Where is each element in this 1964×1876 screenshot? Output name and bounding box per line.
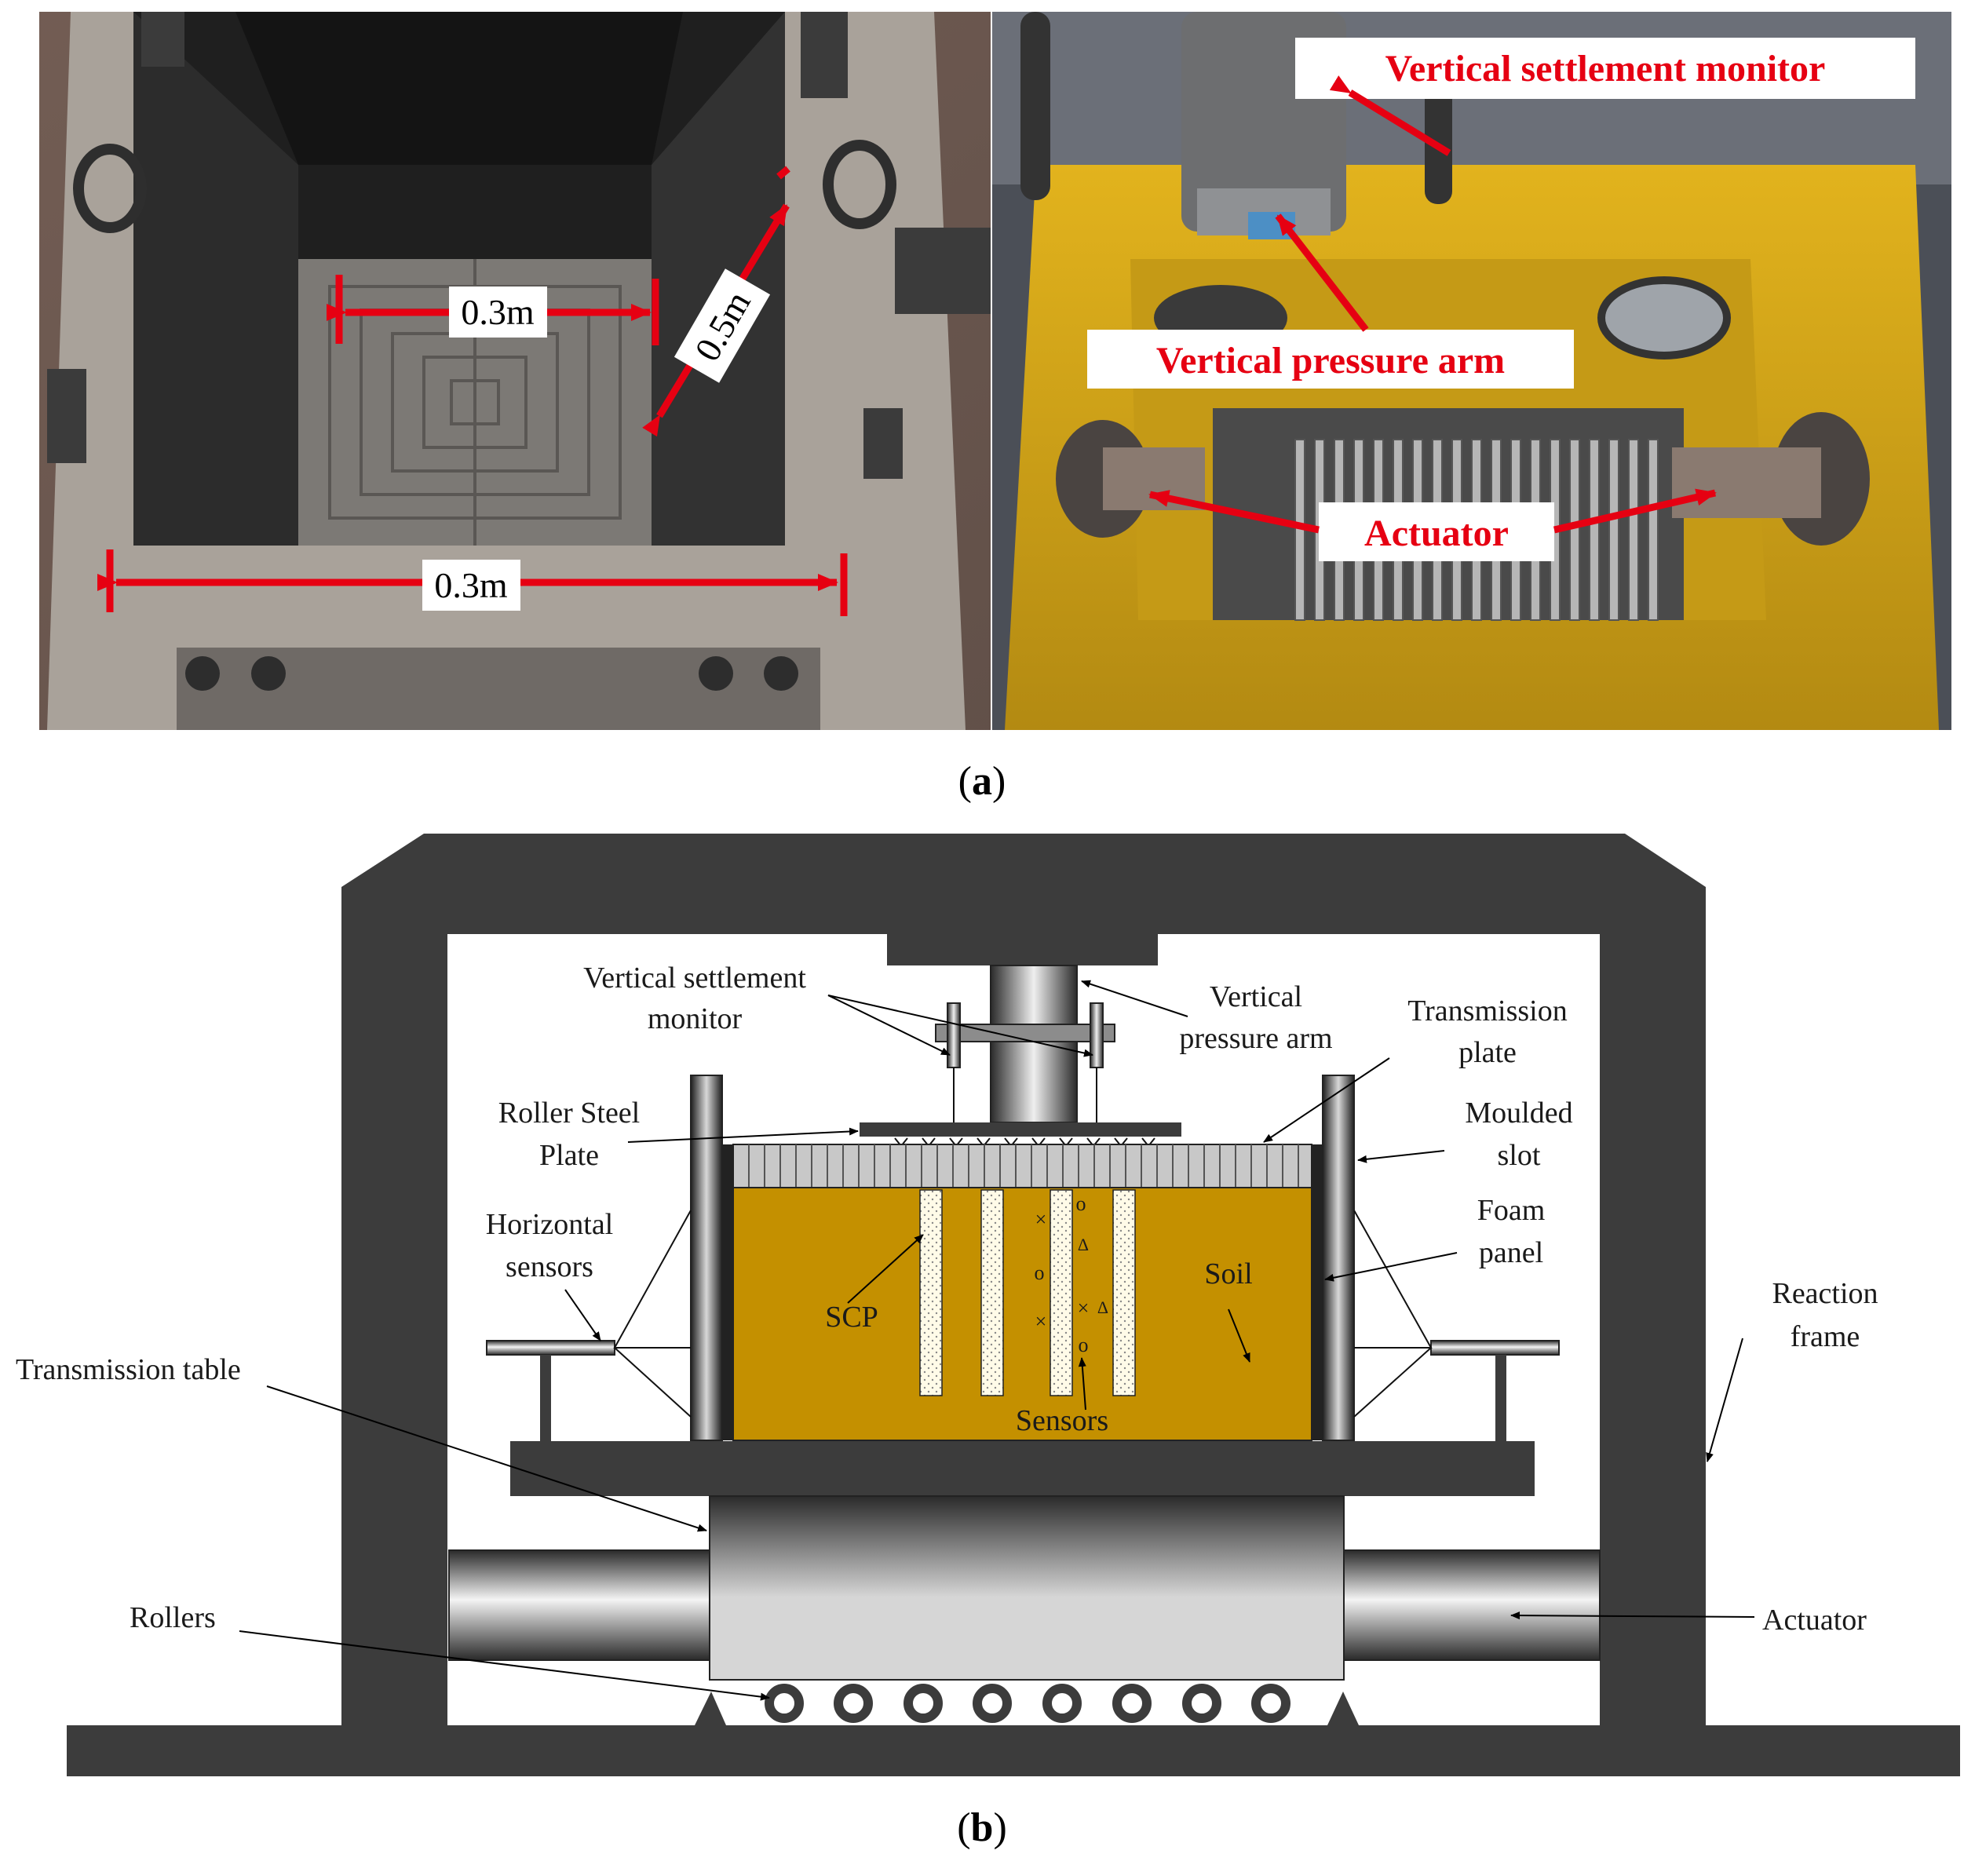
transmission-table-plate (510, 1441, 1535, 1496)
label-soil: Soil (1204, 1257, 1252, 1290)
sensor-mark-cross: × (1078, 1297, 1090, 1319)
ground-base (67, 1725, 1960, 1776)
sensor-mark-circle: o (1079, 1334, 1089, 1356)
schematic-apparatus: × × × o o o Δ Δ (16, 834, 1960, 1776)
box-wall-right (1322, 1075, 1355, 1441)
actuator-rod-right (1343, 1549, 1601, 1661)
vertical-pressure-arm (990, 965, 1078, 1123)
label-rsp-line1: Roller Steel (498, 1097, 640, 1130)
sensor-mark-cross: × (1035, 1310, 1047, 1333)
label-rf-line2: frame (1791, 1320, 1860, 1353)
soil-body (732, 1187, 1312, 1441)
rollers (765, 1684, 1290, 1723)
scp-column-2 (980, 1189, 1004, 1396)
reaction-frame-top (341, 834, 1706, 934)
label-scp: SCP (825, 1301, 878, 1334)
transmission-plate (732, 1144, 1312, 1188)
label-fp-line2: panel (1479, 1236, 1543, 1269)
label-sensors: Sensors (1016, 1404, 1108, 1437)
dim-outer-width: 0.3m (434, 565, 508, 605)
label-actuator: Actuator (1762, 1604, 1867, 1637)
photo-mould-box: 0.3m 0.3m 0.5m (39, 12, 991, 730)
label-photo-settlement-monitor: Vertical settlement monitor (1385, 48, 1826, 89)
label-rollers: Rollers (130, 1601, 216, 1634)
label-transmission-table: Transmission table (16, 1353, 241, 1386)
label-vpa-line1: Vertical (1210, 980, 1302, 1013)
label-photo-pressure-arm: Vertical pressure arm (1156, 340, 1505, 381)
label-vsm-line1: Vertical settlement (583, 962, 806, 995)
label-ms-line2: slot (1498, 1139, 1541, 1172)
reaction-frame-left (341, 934, 447, 1725)
label-rf-line1: Reaction (1772, 1277, 1878, 1310)
label-vsm-line2: monitor (648, 1002, 743, 1035)
transmission-table (709, 1495, 1345, 1681)
sensor-mark-circle: o (1035, 1261, 1045, 1284)
caption-b: (b) (957, 1805, 1007, 1850)
reaction-frame-right (1600, 934, 1706, 1725)
label-rsp-line2: Plate (539, 1139, 599, 1172)
label-hs-line1: Horizontal (486, 1208, 614, 1241)
horizontal-sensor-right (1430, 1340, 1560, 1356)
actuator-rod-left (448, 1549, 710, 1661)
label-vpa-line2: pressure arm (1179, 1022, 1332, 1055)
label-hs-line2: sensors (506, 1250, 593, 1283)
settlement-monitor-left (947, 1002, 961, 1068)
caption-a: (a) (958, 759, 1006, 804)
sensor-mark-triangle: Δ (1078, 1235, 1089, 1254)
label-tp-line1: Transmission (1407, 995, 1567, 1027)
settlement-monitor-right (1090, 1002, 1104, 1068)
label-ms-line1: Moulded (1465, 1097, 1572, 1130)
label-photo-actuator: Actuator (1364, 513, 1509, 554)
sensor-mark-circle: o (1076, 1192, 1086, 1215)
sensor-mark-triangle: Δ (1097, 1298, 1108, 1317)
box-wall-left (690, 1075, 723, 1441)
photo-shear-apparatus: Vertical settlement monitor Vertical pre… (992, 12, 1951, 730)
label-fp-line1: Foam (1477, 1194, 1546, 1227)
scp-column-1 (919, 1189, 943, 1396)
roller-steel-plate (860, 1122, 1181, 1137)
sensor-mark-cross: × (1035, 1208, 1047, 1231)
scp-column-3 (1050, 1189, 1073, 1396)
horizontal-sensor-left (486, 1340, 615, 1356)
scp-column-4 (1112, 1189, 1136, 1396)
dim-inner-width: 0.3m (461, 292, 535, 332)
label-tp-line2: plate (1458, 1036, 1517, 1069)
